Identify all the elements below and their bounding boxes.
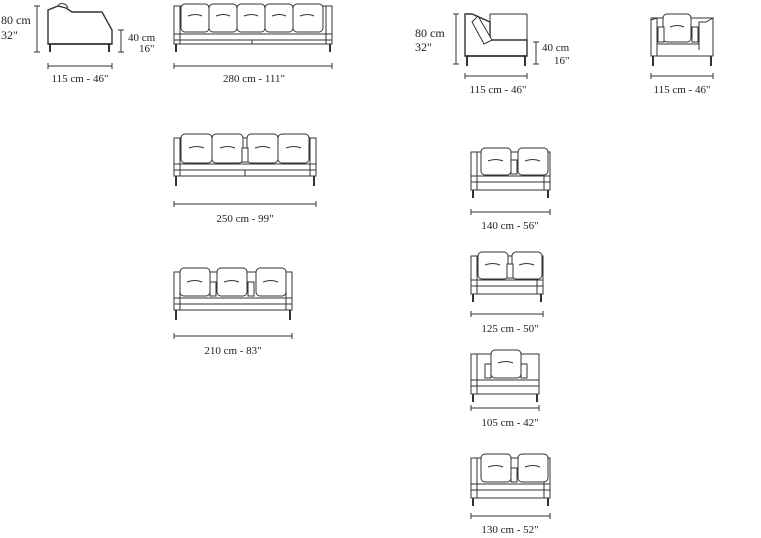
side-depth-label: 115 cm - 46" (52, 73, 109, 85)
corner-depth-label: 115 cm - 46" (470, 84, 527, 96)
corner-height-in-label: 32" (415, 40, 432, 54)
side-view-drawing (47, 3, 113, 52)
module-105-drawing (470, 349, 540, 402)
module-125-dimension-line (470, 311, 544, 317)
corner-side-view-drawing (464, 13, 528, 66)
side-depth-dimension-line (47, 63, 113, 69)
corner-height-dimension-line (453, 13, 459, 65)
side-seat-dimension-line (118, 29, 124, 53)
corner-seat-cm-label: 40 cm (542, 42, 570, 54)
side-seat-in-label: 16" (139, 43, 155, 55)
sofa-280-label: 280 cm - 111" (223, 73, 285, 85)
sofa-250-dimension-line (173, 201, 317, 207)
side-height-in-label: 32" (1, 28, 18, 42)
armchair-depth-label: 115 cm - 46" (654, 84, 711, 96)
corner-seat-in-label: 16" (554, 55, 570, 67)
module-130-label: 130 cm - 52" (481, 524, 538, 536)
module-130-drawing (470, 453, 551, 506)
corner-depth-dimension-line (464, 73, 528, 79)
armchair-dimension-line (650, 73, 714, 79)
module-140-label: 140 cm - 56" (481, 220, 538, 232)
module-130-dimension-line (470, 513, 551, 519)
corner-height-cm-label: 80 cm (415, 26, 445, 40)
module-105-label: 105 cm - 42" (481, 417, 538, 429)
sofa-210-drawing (173, 267, 293, 320)
module-125-drawing (470, 251, 544, 302)
sofa-250-label: 250 cm - 99" (216, 213, 273, 225)
sofa-280-drawing (173, 3, 333, 52)
sofa-280-dimension-line (173, 63, 333, 69)
module-140-dimension-line (470, 209, 551, 215)
corner-seat-dimension-line (533, 41, 539, 65)
sofa-210-dimension-line (173, 333, 293, 339)
side-height-cm-label: 80 cm (1, 13, 31, 27)
module-125-label: 125 cm - 50" (481, 323, 538, 335)
sofa-210-label: 210 cm - 83" (204, 345, 261, 357)
armchair-drawing (650, 13, 714, 66)
module-105-dimension-line (470, 405, 540, 411)
side-seat-cm-label: 40 cm (128, 32, 156, 44)
sofa-250-drawing (173, 133, 317, 186)
module-140-drawing (470, 147, 551, 198)
side-height-dimension-line (34, 5, 40, 53)
